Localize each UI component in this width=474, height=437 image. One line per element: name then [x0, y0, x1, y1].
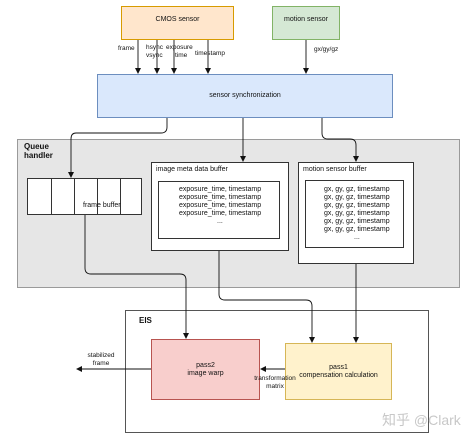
pass1-label: pass1	[329, 363, 348, 371]
meta-line: exposure_time, timestamp	[179, 186, 262, 193]
meta-line: exposure_time, timestamp	[179, 202, 262, 209]
motion-line: gx, gy, gz, timestamp	[324, 218, 390, 225]
timestamp-label: timestamp	[195, 50, 225, 57]
frame-text: frame	[92, 360, 110, 367]
time-label: time	[175, 52, 188, 59]
image-warp-label: image warp	[187, 369, 224, 377]
cmos-sensor-node: CMOS sensor	[121, 6, 234, 40]
frame-buffer-node	[27, 178, 142, 215]
vsync-label: vsync	[146, 52, 163, 59]
sensor-synchronization-node: sensor synchronization	[97, 74, 393, 118]
compensation-calculation-label: compensation calculation	[299, 371, 378, 379]
transformation-matrix-label: transformation matrix	[252, 375, 298, 391]
hsync-label: hsync	[146, 44, 163, 51]
watermark: 知乎 @Clark	[382, 412, 461, 428]
transformation-text: transformation	[254, 375, 296, 382]
motion-line-ellipsis: ...	[354, 234, 360, 241]
motion-line: gx, gy, gz, timestamp	[324, 202, 390, 209]
pass2-label: pass2	[196, 361, 215, 369]
pass1-compensation-node: pass1 compensation calculation	[285, 343, 392, 400]
meta-line: exposure_time, timestamp	[179, 194, 262, 201]
matrix-text: matrix	[266, 383, 284, 390]
motion-line: gx, gy, gz, timestamp	[324, 194, 390, 201]
frame-label: frame	[118, 45, 135, 52]
motion-sensor-data-list: gx, gy, gz, timestamp gx, gy, gz, timest…	[305, 180, 404, 248]
queue-handler-label: Queue handler	[24, 142, 53, 160]
stabilized-frame-label: stabilized frame	[82, 352, 120, 368]
motion-line: gx, gy, gz, timestamp	[324, 226, 390, 233]
motion-sensor-buffer-title: motion sensor buffer	[303, 166, 367, 173]
motion-line: gx, gy, gz, timestamp	[324, 210, 390, 217]
meta-line-ellipsis: ...	[217, 218, 223, 225]
image-meta-data-buffer-title: image meta data buffer	[156, 166, 228, 173]
pass2-image-warp-node: pass2 image warp	[151, 339, 260, 400]
exposure-label: exposure	[166, 44, 193, 51]
frame-buffer-label: frame buffer	[83, 202, 121, 209]
stabilized-text: stabilized	[87, 352, 115, 359]
motion-sensor-node: motion sensor	[272, 6, 340, 40]
eis-label: EIS	[139, 316, 152, 325]
gx-gy-gz-label: gx/gy/gz	[314, 46, 339, 53]
motion-line: gx, gy, gz, timestamp	[324, 186, 390, 193]
image-meta-data-list: exposure_time, timestamp exposure_time, …	[158, 181, 280, 239]
meta-line: exposure_time, timestamp	[179, 210, 262, 217]
